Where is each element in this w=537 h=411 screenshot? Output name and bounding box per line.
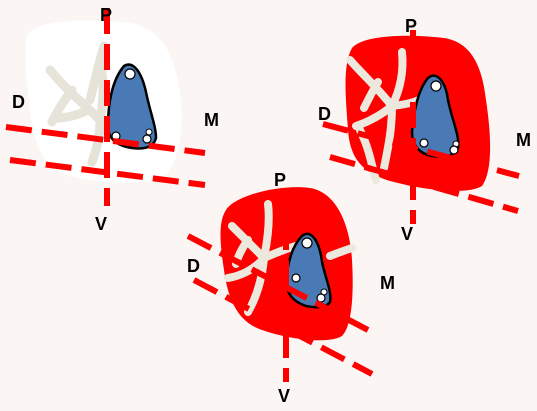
node-circle bbox=[143, 135, 151, 143]
node-circle bbox=[125, 69, 135, 79]
label-d: D bbox=[187, 256, 200, 276]
label-v: V bbox=[401, 224, 413, 244]
node-circle bbox=[146, 129, 152, 135]
label-m: M bbox=[204, 110, 219, 130]
label-d: D bbox=[12, 92, 25, 112]
label-v: V bbox=[95, 214, 107, 234]
node-circle bbox=[292, 274, 300, 282]
label-m: M bbox=[516, 130, 531, 150]
node-circle bbox=[431, 81, 441, 91]
panel-bottom: P D M V bbox=[187, 170, 395, 406]
panel-right: P D M V bbox=[318, 16, 531, 244]
label-d: D bbox=[318, 104, 331, 124]
node-circle bbox=[302, 238, 312, 248]
label-m: M bbox=[380, 273, 395, 293]
label-p: P bbox=[100, 5, 112, 25]
label-p: P bbox=[405, 16, 417, 36]
node-circle bbox=[450, 146, 458, 154]
label-p: P bbox=[274, 170, 286, 190]
node-circle bbox=[420, 139, 428, 147]
panel-left: P D M V bbox=[6, 5, 219, 234]
label-v: V bbox=[278, 386, 290, 406]
